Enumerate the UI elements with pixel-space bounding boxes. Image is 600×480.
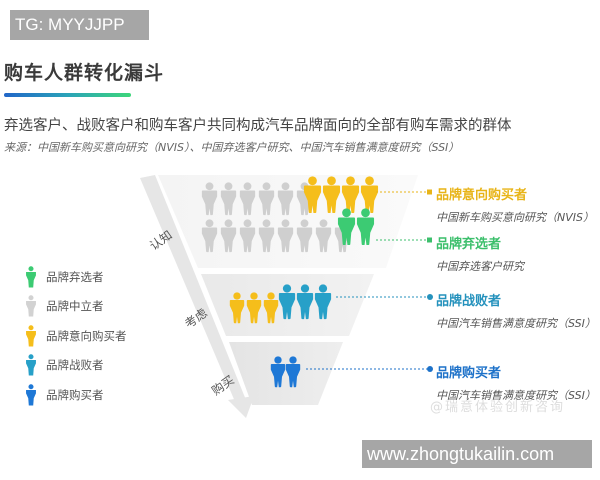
watermark: @瑞意体验创新咨询 <box>430 400 566 415</box>
source-note: 来源：中国新车购买意向研究（NVIS）、中国弃选客户研究、中国汽车销售满意度研究… <box>4 141 460 154</box>
legend-item-buyer: 品牌购买者 <box>24 380 127 410</box>
legend-item-abandoner: 品牌弃选者 <box>24 262 127 292</box>
callout-abandoner: 品牌弃选者 中国弃选客户研究 <box>436 233 524 274</box>
callout-source: 中国汽车销售满意度研究（SSI） <box>436 317 596 330</box>
callout-buyer: 品牌购买者 中国汽车销售满意度研究（SSI） <box>436 362 596 403</box>
legend-label: 品牌中立者 <box>46 299 104 314</box>
legend-label: 品牌战败者 <box>46 358 104 373</box>
tg-badge: TG: MYYJJPP <box>10 10 149 40</box>
callout-source: 中国汽车销售满意度研究（SSI） <box>436 389 596 402</box>
tier-purchase <box>229 342 343 405</box>
legend-item-intender: 品牌意向购买者 <box>24 321 127 351</box>
legend-label: 品牌购买者 <box>46 387 104 402</box>
person-icon-yellow <box>26 324 36 347</box>
person-icon-gray <box>26 295 36 317</box>
callout-source: 中国弃选客户研究 <box>436 260 524 273</box>
site-badge: www.zhongtukailin.com <box>362 440 592 468</box>
legend-item-defeated: 品牌战败者 <box>24 351 127 381</box>
callout-source: 中国新车购买意向研究（NVIS） <box>436 211 594 224</box>
page-title: 购车人群转化漏斗 <box>4 62 165 84</box>
callout-title: 品牌购买者 <box>436 366 502 381</box>
person-icon-green <box>26 265 36 288</box>
legend-label: 品牌意向购买者 <box>46 328 127 343</box>
connector-dots <box>427 189 433 372</box>
subtitle: 弃选客户、战败客户和购车客户共同构成汽车品牌面向的全部有购车需求的群体 <box>4 118 512 134</box>
person-icon-blue <box>26 383 36 406</box>
funnel-arrow <box>140 175 254 418</box>
legend: 品牌弃选者 品牌中立者 品牌意向购买者 品牌战败者 品牌购买者 <box>24 262 127 410</box>
legend-label: 品牌弃选者 <box>46 269 104 284</box>
legend-item-neutral: 品牌中立者 <box>24 292 127 322</box>
callout-intender: 品牌意向购买者 中国新车购买意向研究（NVIS） <box>436 184 594 225</box>
connector-lines <box>306 191 428 370</box>
callout-defeated: 品牌战败者 中国汽车销售满意度研究（SSI） <box>436 290 596 331</box>
callout-title: 品牌战败者 <box>436 294 502 309</box>
callout-title: 品牌弃选者 <box>436 237 502 252</box>
title-underline <box>4 93 131 97</box>
person-icon-teal <box>26 354 36 376</box>
callout-title: 品牌意向购买者 <box>436 188 528 203</box>
